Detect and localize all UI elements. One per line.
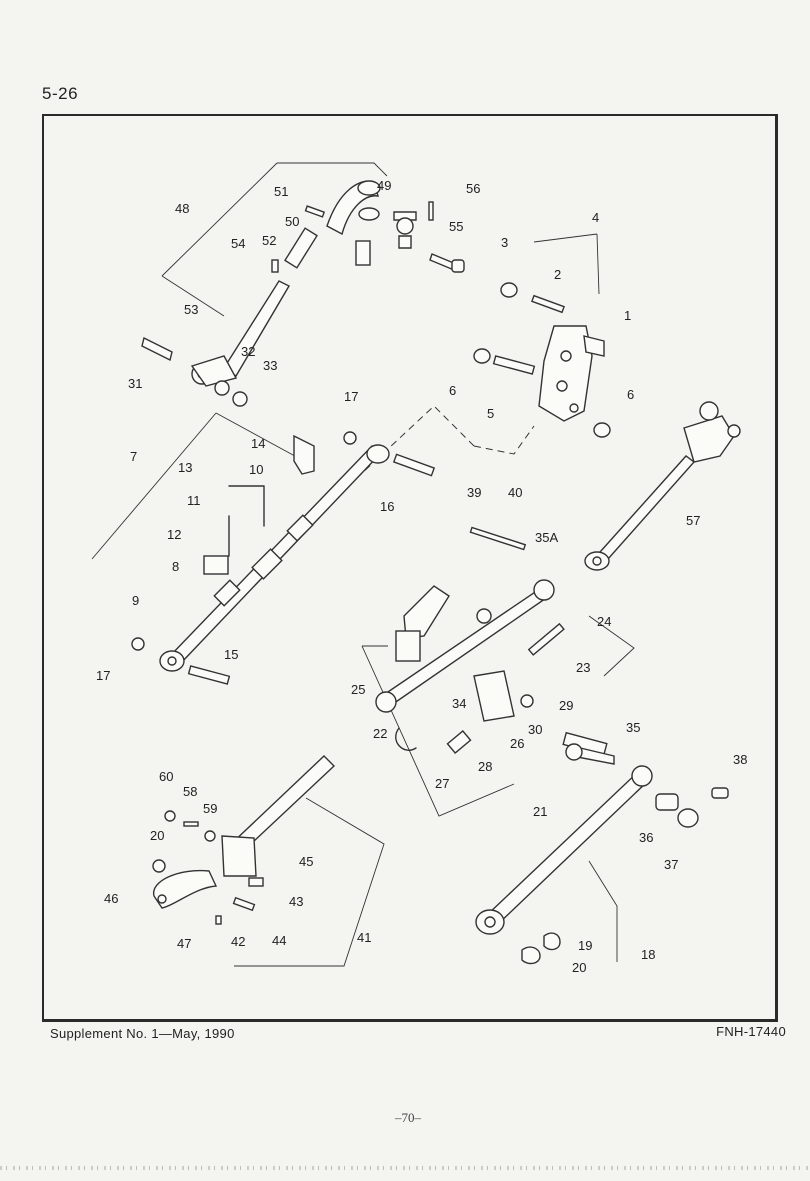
callout: 35 [626, 720, 640, 735]
callout: 24 [597, 614, 611, 629]
callout: 22 [373, 726, 387, 741]
supplement-note: Supplement No. 1—May, 1990 [50, 1026, 235, 1041]
callout: 10 [249, 462, 263, 477]
callout: 9 [132, 593, 139, 608]
callout: 17 [96, 668, 110, 683]
callout: 50 [285, 214, 299, 229]
callout: 56 [466, 181, 480, 196]
callout: 5 [487, 406, 494, 421]
callout: 40 [508, 485, 522, 500]
callout: 23 [576, 660, 590, 675]
callout: 35A [535, 530, 558, 545]
callout: 34 [452, 696, 466, 711]
callout: 25 [351, 682, 365, 697]
callout: 8 [172, 559, 179, 574]
callout: 49 [377, 178, 391, 193]
diagram-frame: 1 2 3 4 5 6 6 7 8 9 10 11 12 13 14 15 16… [42, 114, 778, 1022]
callout: 20 [150, 828, 164, 843]
callout: 18 [641, 947, 655, 962]
parts-diagram: 1 2 3 4 5 6 6 7 8 9 10 11 12 13 14 15 16… [91, 162, 747, 975]
callout: 2 [554, 267, 561, 282]
callout: 7 [130, 449, 137, 464]
callout: 59 [203, 801, 217, 816]
callout: 1 [624, 308, 631, 323]
callout: 6 [627, 387, 634, 402]
callout: 47 [177, 936, 191, 951]
callout: 32 [241, 344, 255, 359]
callout: 16 [380, 499, 394, 514]
callout: 51 [274, 184, 288, 199]
callout: 43 [289, 894, 303, 909]
callout: 6 [449, 383, 456, 398]
callout: 37 [664, 857, 678, 872]
lever-assembly [361, 526, 635, 817]
callout: 55 [449, 219, 463, 234]
callout: 46 [104, 891, 118, 906]
callout: 13 [178, 460, 192, 475]
lift-link-assembly [141, 162, 417, 407]
callout: 3 [501, 235, 508, 250]
callout: 38 [733, 752, 747, 767]
callout: 54 [231, 236, 245, 251]
lower-lever-assembly [152, 755, 385, 967]
callout-labels: 1 2 3 4 5 6 6 7 8 9 10 11 12 13 14 15 16… [96, 178, 747, 975]
callout: 19 [578, 938, 592, 953]
callout: 4 [592, 210, 599, 225]
callout: 42 [231, 934, 245, 949]
callout: 58 [183, 784, 197, 799]
bracket-assembly [358, 233, 611, 477]
callout: 57 [686, 513, 700, 528]
callout: 15 [224, 647, 238, 662]
pin-group-55-56 [428, 201, 465, 273]
callout: 45 [299, 854, 313, 869]
callout: 41 [357, 930, 371, 945]
callout: 20 [572, 960, 586, 975]
callout: 52 [262, 233, 276, 248]
callout: 39 [467, 485, 481, 500]
callout: 48 [175, 201, 189, 216]
callout: 36 [639, 830, 653, 845]
callout: 11 [187, 493, 201, 508]
document-code: FNH-17440 [716, 1024, 786, 1039]
callout: 17 [344, 389, 358, 404]
callout: 14 [251, 436, 265, 451]
callout: 12 [167, 527, 181, 542]
callout: 33 [263, 358, 277, 373]
lift-rod-57 [584, 401, 741, 571]
callout: 26 [510, 736, 524, 751]
callout: 44 [272, 933, 286, 948]
lower-link-assembly [475, 743, 729, 965]
callout: 29 [559, 698, 573, 713]
page-number: 5-26 [42, 84, 79, 103]
callout: 53 [184, 302, 198, 317]
callout: 28 [478, 759, 492, 774]
callout: 27 [435, 776, 449, 791]
callout: 31 [128, 376, 142, 391]
sheet-number: –70– [395, 1110, 421, 1125]
callout: 30 [528, 722, 542, 737]
callout: 21 [533, 804, 547, 819]
callout: 60 [159, 769, 173, 784]
scan-artifact [0, 1166, 810, 1170]
turnbuckle-assembly [91, 412, 436, 685]
